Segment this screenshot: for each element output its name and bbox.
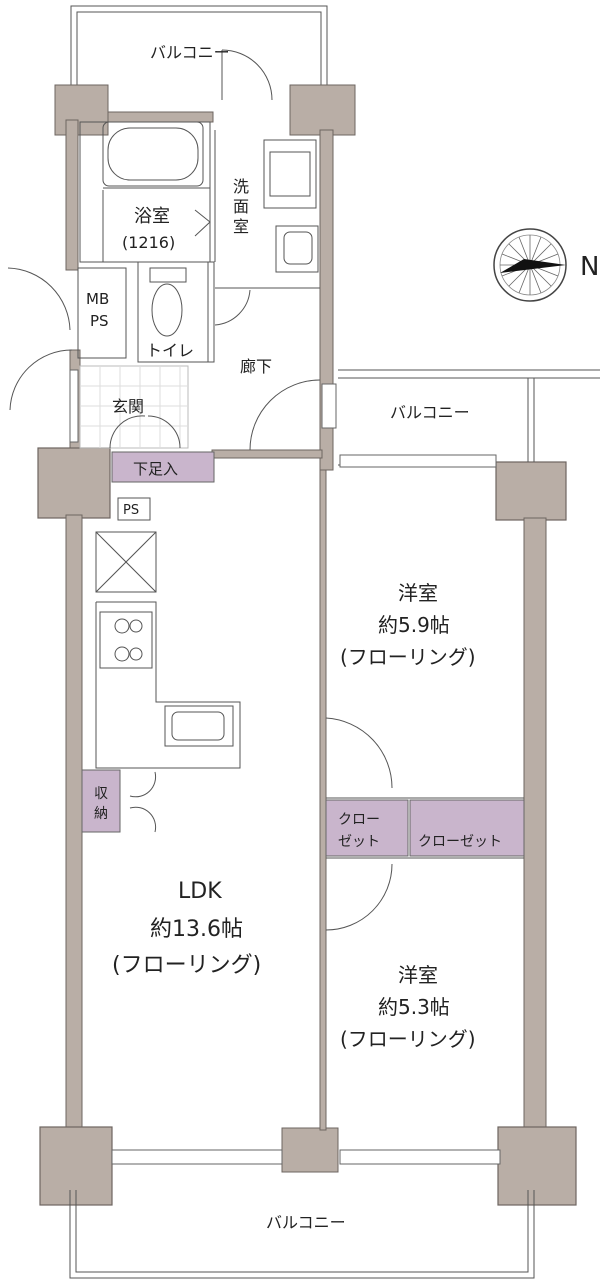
label-mbps-2: PS [90,312,109,330]
label-washroom-1: 洗 [233,177,249,196]
exterior-walls [37,84,577,1206]
compass-north-label: N [580,252,599,282]
label-ps: PS [123,503,139,518]
label-closet-left-1: クロー [338,812,380,828]
label-mbps-1: MB [86,290,109,308]
mbps [77,267,127,359]
label-closet-left-2: ゼット [338,834,380,850]
label-western1-floor: (フローリング) [340,645,476,669]
room-labels: バルコニー 浴室 (1216) 洗 面 室 MB PS トイレ 廊下 玄関 バル… [86,43,502,1232]
label-bath: 浴室 [134,206,170,227]
kitchen [81,531,241,833]
label-ldk-size: 約13.6帖 [150,917,243,942]
label-balcony-bottom: バルコニー [266,1213,346,1232]
windows [69,369,501,1165]
balcony-outlines [69,369,600,1279]
doors [7,49,393,931]
label-hallway: 廊下 [240,357,272,376]
washroom [215,139,320,289]
label-balcony-top: バルコニー [150,43,230,62]
entrance [79,365,215,521]
balcony-top [70,5,328,85]
label-ldk-floor: (フローリング) [112,953,261,978]
label-western1-size: 約5.9帖 [378,613,450,637]
label-bath-size: (1216) [122,233,175,252]
label-closet-right: クローゼット [418,834,502,850]
label-entrance: 玄関 [112,397,144,416]
compass: N [493,228,599,302]
label-balcony-mid: バルコニー [390,403,470,422]
label-storage-2: 納 [94,806,108,822]
label-western2-size: 約5.3帖 [378,995,450,1019]
label-western1-name: 洋室 [398,581,438,605]
label-western2-name: 洋室 [398,963,438,987]
label-shoe-storage: 下足入 [133,460,178,478]
label-ldk-name: LDK [178,879,222,904]
toilet [137,261,215,363]
label-western2-floor: (フローリング) [340,1027,476,1051]
compass-needle-icon [500,259,566,273]
interior-walls [319,464,525,1131]
label-washroom-2: 面 [233,197,249,216]
label-storage-1: 収 [94,786,108,802]
label-toilet: トイレ [146,341,194,360]
label-washroom-3: 室 [233,217,249,236]
